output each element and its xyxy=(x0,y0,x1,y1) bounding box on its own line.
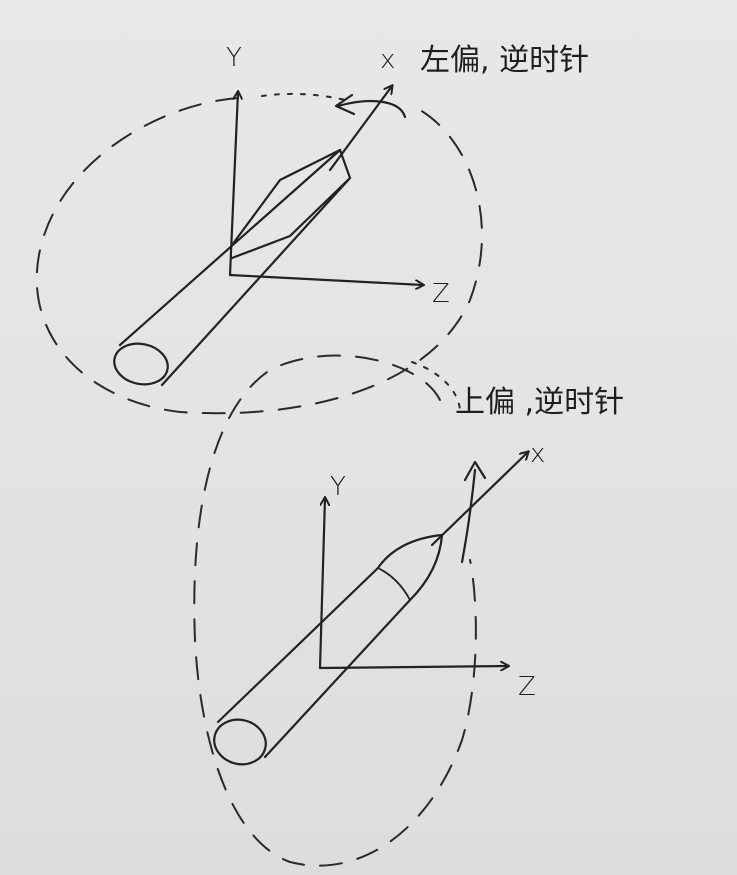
top-y-label: Y xyxy=(226,43,242,73)
top-figure: Y x Z 左偏, 逆时针 xyxy=(35,43,589,415)
top-z-axis xyxy=(228,273,423,285)
bottom-rotation-ellipse-dots xyxy=(411,361,461,411)
top-x-label: x xyxy=(380,45,395,75)
bottom-y-label: Y xyxy=(330,472,346,502)
top-x-axis xyxy=(328,86,392,172)
top-annotation: 左偏, 逆时针 xyxy=(420,43,589,78)
top-rotation-ellipse-dots xyxy=(261,92,346,101)
top-rotation-arrow-head xyxy=(334,93,356,116)
top-rotation-ellipse xyxy=(35,97,483,415)
top-tool-tip xyxy=(230,148,352,260)
top-tool-body xyxy=(118,148,352,387)
bottom-x-axis xyxy=(430,452,528,547)
bottom-y-axis xyxy=(318,498,325,670)
bottom-rotation-arrow-head xyxy=(463,460,487,482)
bottom-z-label: Z xyxy=(518,672,536,702)
bottom-annotation: 上偏 ,逆时针 xyxy=(455,385,624,420)
top-z-label: Z xyxy=(432,279,450,309)
bottom-rotation-arrow xyxy=(460,468,477,564)
bottom-tool-end-cap xyxy=(213,718,267,766)
bottom-x-label: x xyxy=(530,439,545,469)
top-rotation-arrow xyxy=(336,99,407,119)
bottom-z-axis xyxy=(318,666,508,668)
bottom-tool-body xyxy=(216,566,412,759)
top-tool-end-cap xyxy=(113,342,169,386)
bottom-figure: Y x Z 上偏 ,逆时针 xyxy=(193,354,624,867)
bottom-rotation-ellipse xyxy=(193,354,477,867)
bottom-tool-tip xyxy=(376,533,444,602)
bottom-tool-tip-ring xyxy=(377,567,411,601)
